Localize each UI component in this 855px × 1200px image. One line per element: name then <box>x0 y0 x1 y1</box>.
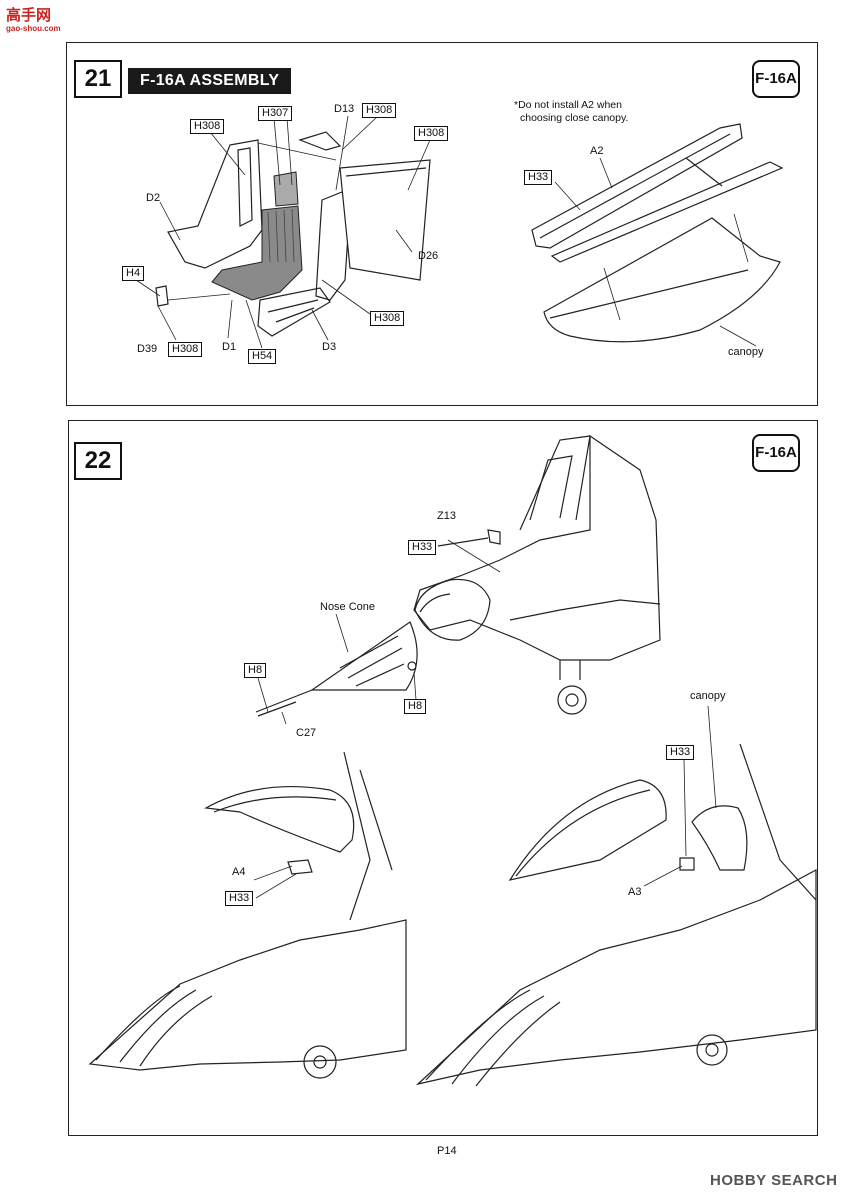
part-label-z13: Z13 <box>437 510 456 522</box>
step-21-panel <box>66 42 818 406</box>
watermark-logo: 高手网 <box>6 7 52 24</box>
part-label-d39: D39 <box>137 343 158 355</box>
part-label-h308: H308 <box>414 126 449 141</box>
step-21-number: 21 <box>74 60 122 98</box>
part-label-h8: H8 <box>404 699 427 714</box>
step-22-variant-badge: F-16A <box>752 434 800 472</box>
step-22-number: 22 <box>74 442 122 480</box>
step-21-title: F-16A ASSEMBLY <box>128 68 292 94</box>
part-label-canopy: canopy <box>690 690 726 702</box>
step-21-variant-badge: F-16A <box>752 60 800 98</box>
part-label-a4: A4 <box>232 866 246 878</box>
part-label-h308: H308 <box>370 311 405 326</box>
part-label-h4: H4 <box>122 266 145 281</box>
page-number: P14 <box>437 1145 457 1157</box>
note-line-2: choosing close canopy. <box>520 112 629 124</box>
part-label-h308: H308 <box>362 103 397 118</box>
part-label-d3: D3 <box>322 341 337 353</box>
note-line-1: *Do not install A2 when <box>514 99 622 111</box>
part-label-h307: H307 <box>258 106 293 121</box>
part-label-h33: H33 <box>524 170 553 185</box>
part-label-d1: D1 <box>222 341 237 353</box>
part-label-a2: A2 <box>590 145 604 157</box>
part-label-h33: H33 <box>666 745 695 760</box>
part-label-d26: D26 <box>418 250 439 262</box>
part-label-c27: C27 <box>296 727 317 739</box>
part-label-a3: A3 <box>628 886 642 898</box>
part-label-h8: H8 <box>244 663 267 678</box>
part-label-nose-cone: Nose Cone <box>320 601 376 613</box>
watermark-url: gao-shou.com <box>6 24 61 33</box>
part-label-h33: H33 <box>225 891 254 906</box>
part-label-d2: D2 <box>146 192 161 204</box>
part-label-canopy: canopy <box>728 346 764 358</box>
part-label-h54: H54 <box>248 349 277 364</box>
part-label-h308: H308 <box>190 119 225 134</box>
part-label-d13: D13 <box>334 103 355 115</box>
watermark-hobby-search: HOBBY SEARCH <box>710 1172 838 1189</box>
part-label-h33: H33 <box>408 540 437 555</box>
part-label-h308: H308 <box>168 342 203 357</box>
